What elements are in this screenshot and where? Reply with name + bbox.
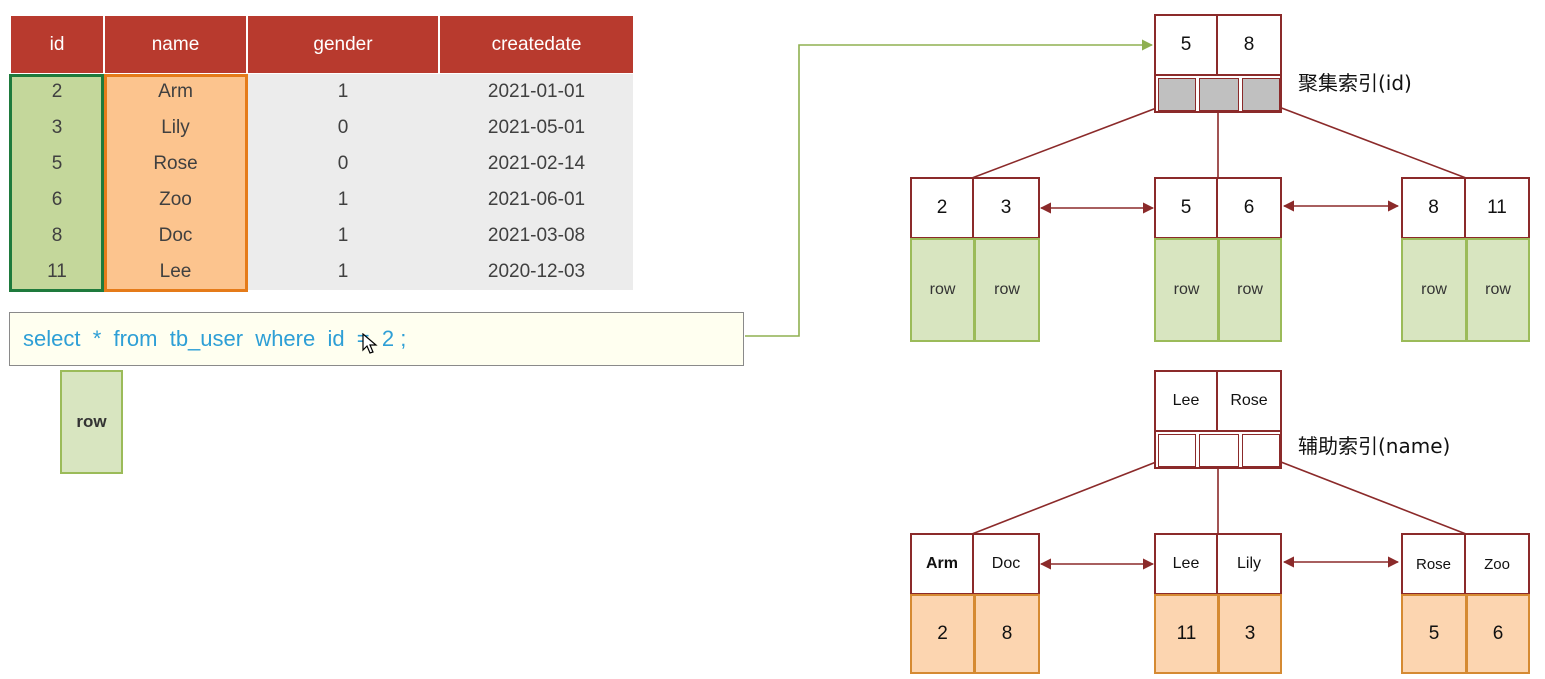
tree-edge	[971, 454, 1175, 535]
leaf-key: Arm	[912, 535, 974, 593]
leaf-row-cell: row	[1401, 238, 1467, 342]
cell-createdate: 2021-01-01	[487, 81, 586, 102]
leaf-row-cell: row	[1154, 238, 1219, 342]
tree-edge	[1262, 454, 1467, 535]
cell-id: 8	[51, 225, 63, 246]
cell-id: 5	[51, 153, 63, 174]
leaf-key: Rose	[1403, 535, 1466, 593]
result-row-box: row	[60, 370, 123, 474]
leaf-key: Zoo	[1484, 555, 1510, 573]
root-pointer	[1242, 78, 1280, 111]
secondary-leaf-node	[910, 533, 1040, 595]
cell-gender: 1	[337, 189, 349, 210]
query-to-index-connector	[745, 39, 1154, 337]
root-pointer	[1199, 434, 1239, 467]
leaf-key: 8	[1403, 179, 1466, 237]
header-id: id	[11, 16, 103, 73]
table-body-background	[248, 74, 633, 290]
cell-name: Lee	[159, 261, 192, 282]
leaf-key: 3	[1000, 197, 1012, 218]
id-column-highlight	[9, 74, 104, 292]
leaf-pk-cell: 3	[1218, 594, 1282, 674]
cell-createdate: 2021-02-14	[487, 153, 586, 174]
root-pointer	[1158, 78, 1196, 111]
cell-name: Arm	[158, 81, 193, 102]
leaf-row-cell: row	[1466, 238, 1530, 342]
mouse-cursor-icon	[362, 333, 378, 354]
leaf-pk-cell: 8	[974, 594, 1040, 674]
root-key: Rose	[1218, 372, 1280, 432]
cell-gender: 0	[337, 153, 349, 174]
leaf-key: 2	[912, 179, 974, 237]
clustered-root-node: 5 8	[1154, 14, 1282, 113]
sql-query-text: select * from tb_user where id = 2 ;	[23, 326, 407, 351]
leaf-pk-cell: 6	[1466, 594, 1530, 674]
leaf-key: Lee	[1156, 535, 1218, 593]
header-name: name	[105, 16, 246, 73]
cell-id: 11	[47, 261, 67, 282]
leaf-pk-cell: 11	[1154, 594, 1219, 674]
cell-gender: 1	[337, 81, 349, 102]
tree-edge	[1262, 100, 1467, 179]
cell-createdate: 2021-06-01	[487, 189, 586, 210]
root-key: Lee	[1156, 372, 1218, 432]
cell-name: Zoo	[159, 189, 192, 210]
cell-createdate: 2021-05-01	[487, 117, 586, 138]
tree-edge	[971, 100, 1176, 179]
cell-createdate: 2020-12-03	[487, 261, 586, 282]
leaf-key: Doc	[991, 555, 1021, 572]
leaf-pk-cell: 5	[1401, 594, 1467, 674]
leaf-row-cell: row	[910, 238, 975, 342]
leaf-pk-cell: 2	[910, 594, 975, 674]
cell-id: 6	[51, 189, 63, 210]
header-createdate: createdate	[440, 16, 633, 73]
cell-name: Lily	[161, 117, 190, 138]
root-key: 8	[1218, 16, 1280, 76]
leaf-key: 11	[1487, 197, 1507, 218]
clustered-index-caption: 聚集索引(id)	[1298, 71, 1412, 95]
cell-name: Rose	[153, 153, 198, 174]
leaf-row-cell: row	[974, 238, 1040, 342]
header-gender: gender	[248, 16, 438, 73]
cell-name: Doc	[158, 225, 193, 246]
root-key: 5	[1156, 16, 1218, 76]
secondary-index-caption: 辅助索引(name)	[1298, 434, 1451, 458]
cell-gender: 1	[337, 261, 349, 282]
cell-id: 2	[51, 81, 63, 102]
root-pointer	[1158, 434, 1196, 467]
cell-gender: 1	[337, 225, 349, 246]
leaf-key: Lily	[1236, 555, 1261, 572]
cell-gender: 0	[337, 117, 349, 138]
leaf-key: 5	[1156, 179, 1218, 237]
name-column-highlight	[104, 74, 248, 292]
leaf-row-cell: row	[1218, 238, 1282, 342]
leaf-key: 6	[1243, 197, 1255, 218]
sql-query-box: select * from tb_user where id = 2 ;	[9, 312, 744, 366]
root-pointer	[1199, 78, 1239, 111]
cell-createdate: 2021-03-08	[487, 225, 586, 246]
cell-id: 3	[51, 117, 63, 138]
root-pointer	[1242, 434, 1280, 467]
secondary-root-node: Lee Rose	[1154, 370, 1282, 469]
